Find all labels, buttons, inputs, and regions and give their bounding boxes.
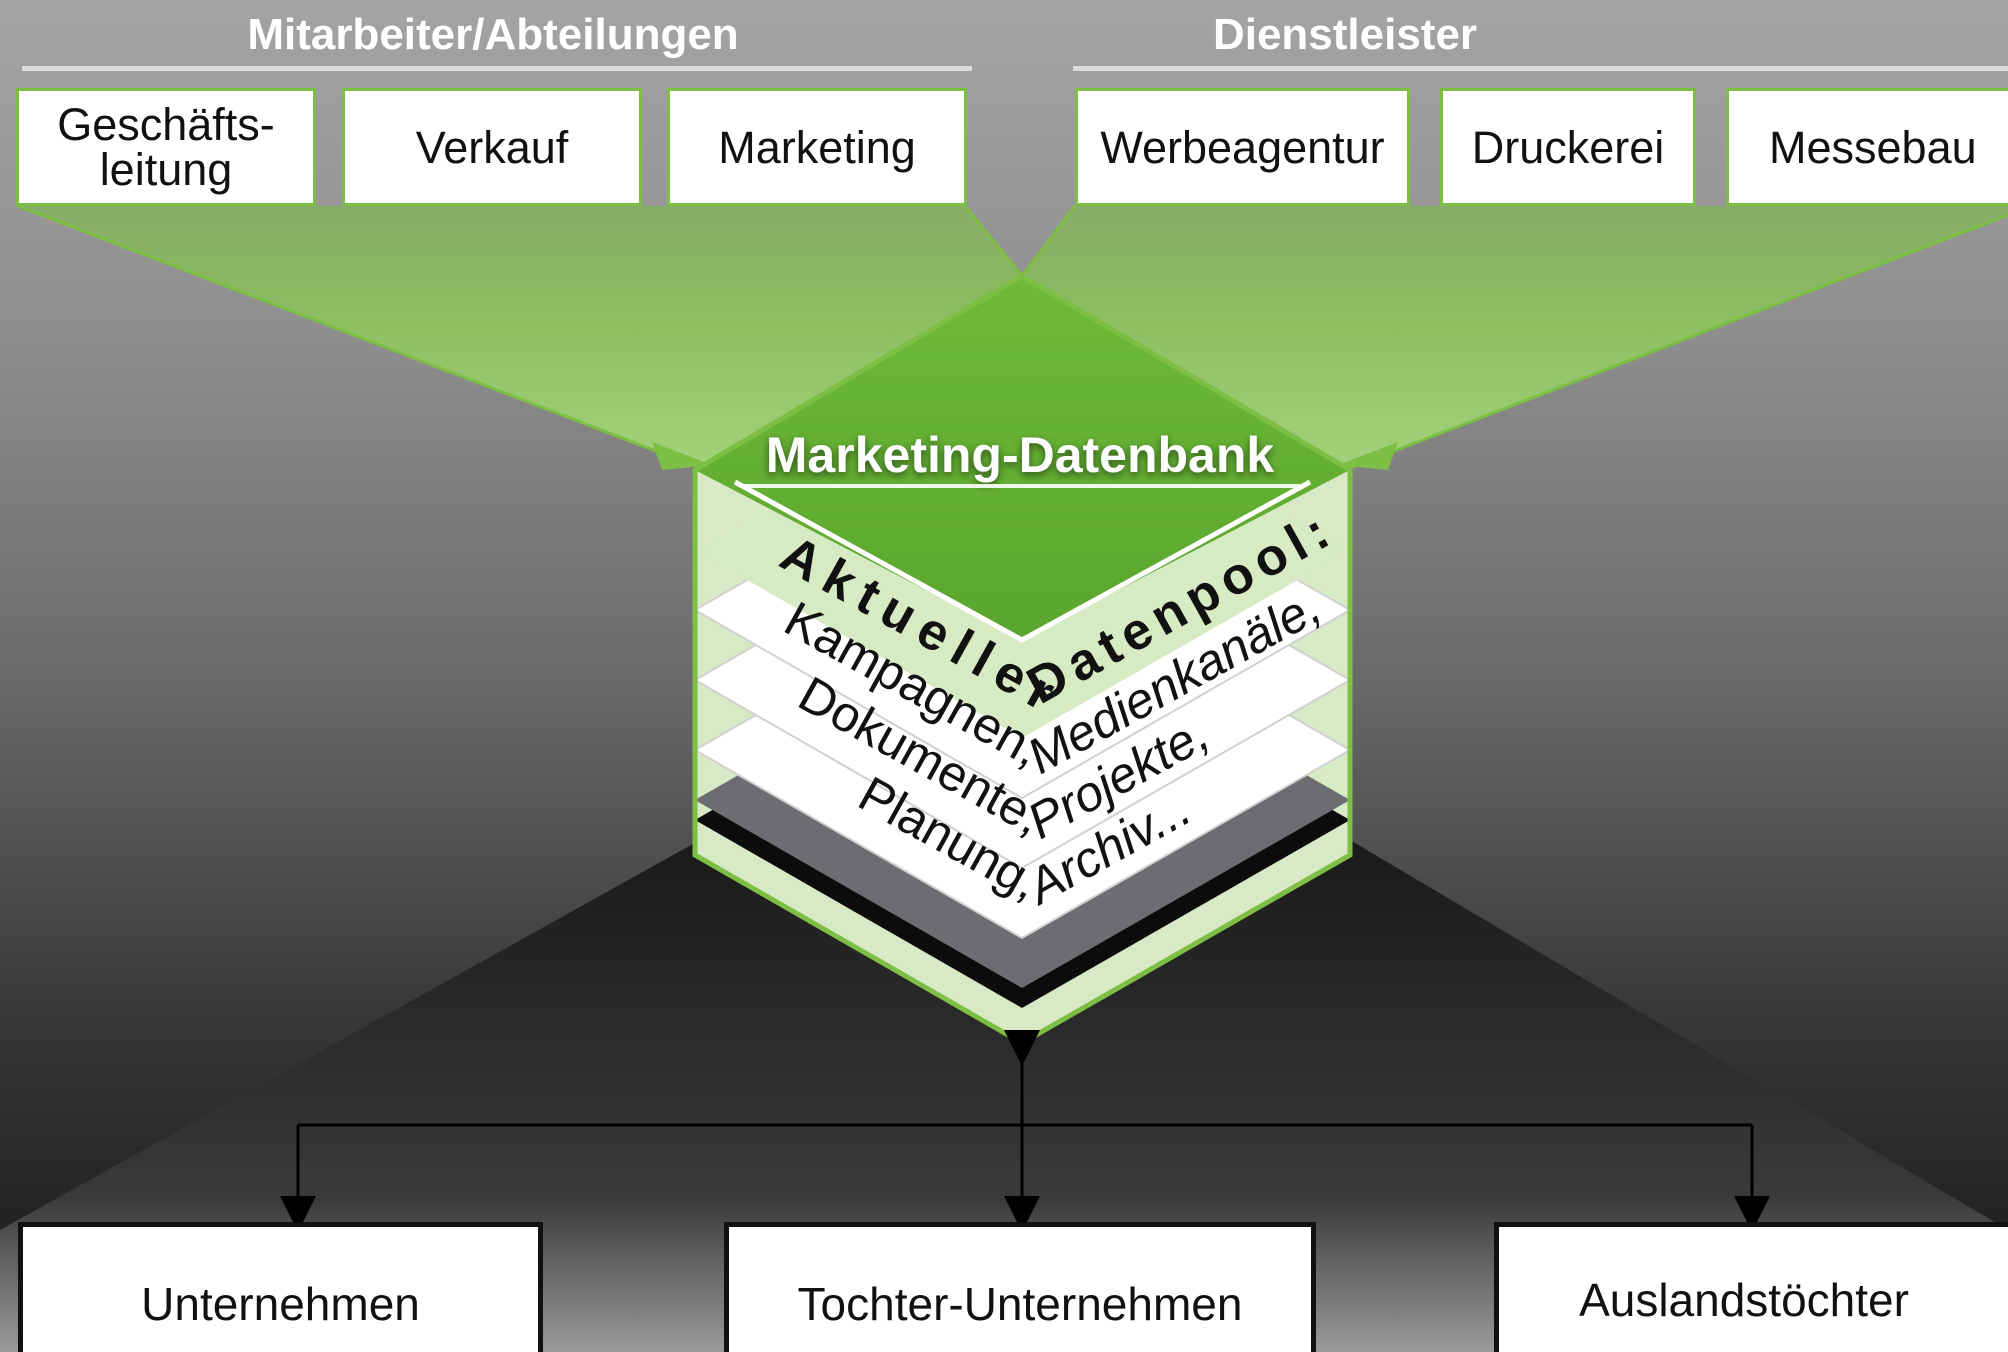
funnel-arrow-right xyxy=(1338,442,1398,470)
group-rule-internal xyxy=(22,66,972,71)
input-box-print-shop-label: Druckerei xyxy=(1471,121,1665,173)
funnel-arrow-left xyxy=(652,442,712,470)
output-box-company: Unternehmen xyxy=(18,1222,543,1352)
input-box-exhibition-construction-label: Messebau xyxy=(1769,121,1977,173)
input-box-advertising-agency-label: Werbeagentur xyxy=(1100,121,1385,173)
database-outline xyxy=(692,273,1353,1046)
input-funnel-left xyxy=(18,206,1022,468)
output-box-foreign-subsidiaries-label: Auslandstöchter xyxy=(1579,1274,1909,1326)
group-rule-providers xyxy=(1073,66,2008,71)
database-title-underline xyxy=(740,484,1300,488)
database-top-edge xyxy=(733,479,1312,643)
input-box-marketing-label: Marketing xyxy=(718,121,916,173)
input-box-sales-label: Verkauf xyxy=(415,121,569,173)
input-box-exhibition-construction: Messebau xyxy=(1726,88,2008,206)
input-box-advertising-agency: Werbeagentur xyxy=(1075,88,1410,206)
input-box-sales: Verkauf xyxy=(342,88,642,206)
input-box-marketing: Marketing xyxy=(667,88,967,206)
input-funnel-right xyxy=(1022,206,2008,468)
output-box-subsidiary-label: Tochter-Unternehmen xyxy=(797,1278,1243,1330)
output-box-company-label: Unternehmen xyxy=(141,1278,420,1330)
group-title-providers: Dienstleister xyxy=(1212,10,1478,59)
output-connectors xyxy=(280,1030,1770,1232)
input-box-management: Geschäfts- leitung xyxy=(16,88,316,206)
database-title: Marketing-Datenbank xyxy=(765,427,1275,483)
output-box-foreign-subsidiaries: Auslandstöchter xyxy=(1494,1222,2008,1352)
group-title-internal: Mitarbeiter/Abteilungen xyxy=(247,10,739,59)
output-box-subsidiary: Tochter-Unternehmen xyxy=(724,1222,1316,1352)
input-box-management-label: Geschäfts- leitung xyxy=(57,99,275,195)
input-box-print-shop: Druckerei xyxy=(1440,88,1696,206)
